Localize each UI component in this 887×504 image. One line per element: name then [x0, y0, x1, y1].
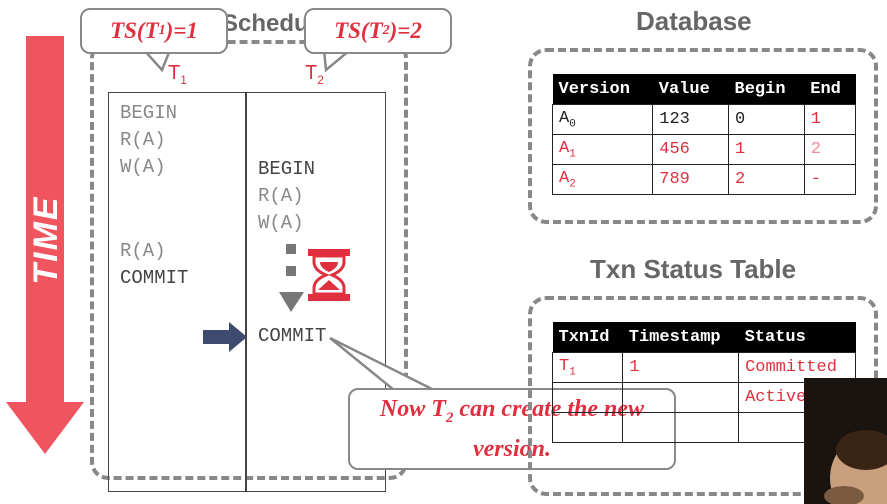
version-cell: A0	[551, 104, 654, 135]
table-row: A0 123 0 1	[551, 104, 857, 135]
database-title: Database	[636, 6, 752, 36]
callout-now-tail	[329, 336, 435, 392]
t2-write-a: W(A)	[258, 212, 304, 234]
col-begin: Begin	[728, 74, 805, 105]
webcam-overlay	[804, 378, 887, 504]
txn-status-table: TxnId Timestamp Status T1 1 Committed Ac…	[551, 322, 856, 443]
col-status: Status	[738, 322, 856, 353]
col-version: Version	[552, 74, 653, 105]
t1-write-a: W(A)	[120, 156, 166, 178]
t1-read-a-2: R(A)	[120, 240, 166, 262]
schedule-region	[90, 40, 408, 480]
version-cell: A1	[551, 134, 654, 165]
t1-commit: COMMIT	[120, 267, 189, 289]
t2-read-a: R(A)	[258, 185, 304, 207]
table-row: A1 456 1 2	[551, 134, 857, 165]
end-cell: -	[803, 164, 857, 195]
col-timestamp: Timestamp	[622, 322, 739, 353]
callout-now: Now T2 can create the new version.	[348, 388, 676, 470]
presenter-image	[804, 378, 887, 504]
timestamp-cell	[622, 412, 740, 443]
txnid-cell	[551, 412, 624, 443]
table-row: T1 1 Committed	[551, 352, 856, 383]
col-txnid: TxnId	[552, 322, 623, 353]
t1-ops-top: BEGIN R(A) W(A)	[120, 100, 177, 181]
end-cell: 1	[803, 104, 857, 135]
version-cell: A2	[551, 164, 654, 195]
txn-status-title: Txn Status Table	[590, 254, 797, 284]
callout-now-line2: version.	[473, 436, 551, 463]
end-cell: 2	[803, 134, 857, 165]
hourglass-icon	[308, 249, 350, 301]
value-cell: 123	[652, 104, 730, 135]
t1-begin: BEGIN	[120, 102, 178, 124]
schedule-divider	[245, 92, 247, 492]
txnid-cell: T1	[551, 352, 624, 383]
database-header-row: Version Value Begin End	[552, 74, 856, 105]
t2-header: T2	[305, 62, 324, 87]
col-value: Value	[652, 74, 729, 105]
value-cell: 789	[652, 164, 730, 195]
current-step-arrow	[203, 322, 247, 352]
txn-header-row: TxnId Timestamp Status	[552, 322, 856, 353]
t2-commit: COMMIT	[258, 325, 327, 347]
t2-begin: BEGIN	[258, 158, 316, 180]
status-cell: Committed	[738, 352, 856, 383]
t2-ops: BEGIN R(A) W(A)	[258, 156, 315, 237]
timestamp-cell	[622, 382, 740, 413]
col-end: End	[804, 74, 856, 105]
wait-indicator	[279, 244, 304, 312]
begin-cell: 0	[728, 104, 805, 135]
value-cell: 456	[652, 134, 730, 165]
begin-cell: 2	[728, 164, 805, 195]
timestamp-cell: 1	[622, 352, 740, 383]
t1-header: T1	[168, 62, 187, 87]
t1-ops-bottom: R(A) COMMIT	[120, 238, 188, 292]
database-region	[528, 48, 878, 224]
time-label: TIME	[26, 195, 65, 285]
table-row: A2 789 2 -	[551, 164, 857, 195]
begin-cell: 1	[728, 134, 805, 165]
time-arrow	[6, 36, 84, 454]
t1-read-a: R(A)	[120, 129, 166, 151]
txnid-cell	[551, 382, 624, 413]
schedule-table	[108, 92, 386, 492]
database-table: Version Value Begin End A0 123 0 1 A1 45…	[551, 74, 857, 195]
